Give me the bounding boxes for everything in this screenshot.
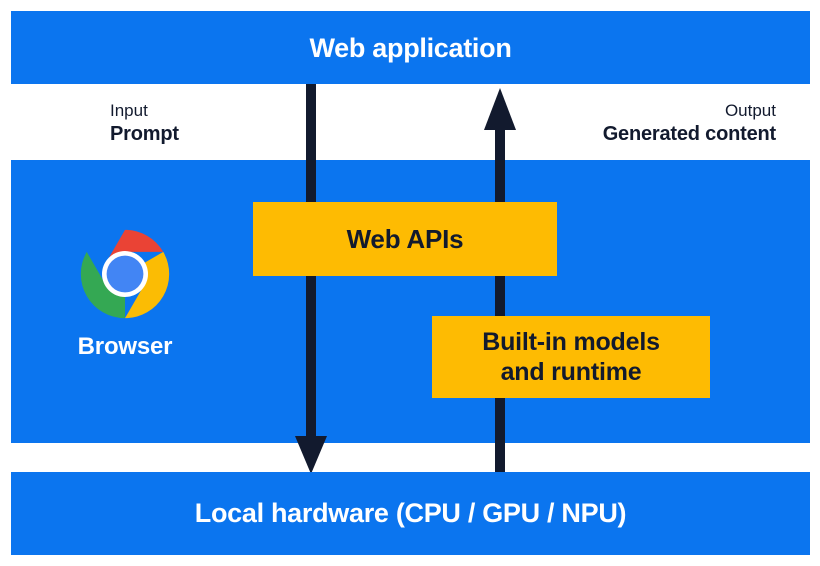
layer-local-hardware: Local hardware (CPU / GPU / NPU) (11, 472, 810, 555)
flow-input-kind: Input (110, 101, 148, 120)
layer-local-hardware-label: Local hardware (CPU / GPU / NPU) (194, 498, 627, 528)
flow-label-input: Input Prompt (110, 100, 179, 147)
layer-web-application-label: Web application (309, 33, 512, 63)
box-builtin-models: Built-in models and runtime (432, 316, 710, 398)
layer-browser-label: Browser (77, 333, 173, 360)
chrome-logo-icon (79, 228, 171, 320)
box-web-apis-label: Web APIs (346, 223, 464, 254)
flow-label-output: Output Generated content (602, 100, 777, 147)
layer-web-application: Web application (11, 11, 810, 84)
box-builtin-models-label: Built-in models and runtime (482, 328, 660, 386)
flow-input-value: Prompt (110, 122, 179, 145)
box-web-apis: Web APIs (253, 202, 557, 276)
arrow-down-icon (290, 84, 332, 474)
browser-group: Browser (60, 228, 190, 373)
arrow-up-icon (479, 84, 521, 474)
flow-output-kind: Output (724, 101, 776, 120)
flow-output-value: Generated content (602, 122, 777, 145)
